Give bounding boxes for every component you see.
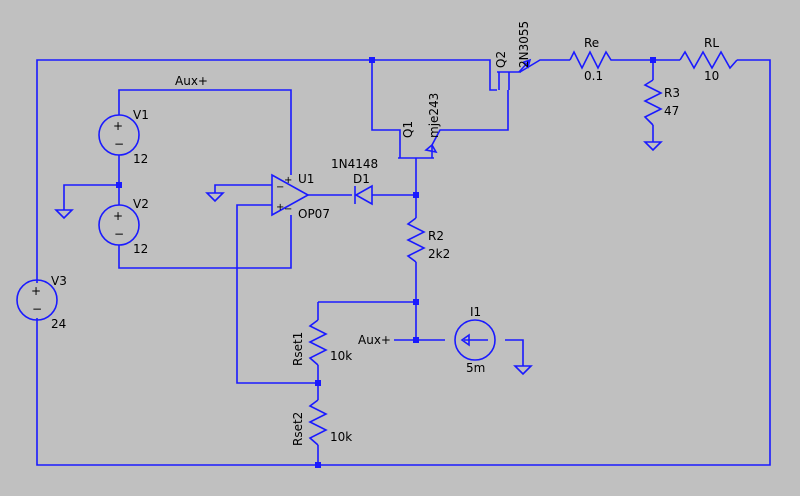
q2-name: Q2 <box>494 51 508 68</box>
rset2-value: 10k <box>330 430 352 444</box>
opamp-minus-pin: − <box>276 182 284 193</box>
minus-sign: − <box>32 302 42 316</box>
resistor-rl: RL 10 <box>679 36 738 83</box>
net-label-aux-top: Aux+ <box>175 74 208 88</box>
resistor-r2: R2 2k2 <box>406 217 450 263</box>
re-name: Re <box>584 36 599 50</box>
q1-name: Q1 <box>401 121 415 138</box>
resistor-rset1: Rset1 10k <box>291 319 352 366</box>
r3-value: 47 <box>664 104 679 118</box>
minus-sign: − <box>114 137 124 151</box>
rset1-value: 10k <box>330 349 352 363</box>
v3-value: 24 <box>51 317 66 331</box>
junction-dot <box>315 462 321 468</box>
u1-name: U1 <box>298 172 314 186</box>
ground-icon <box>513 365 533 376</box>
rset1-name: Rset1 <box>291 332 305 366</box>
re-value: 0.1 <box>584 69 603 83</box>
wires <box>36 59 771 466</box>
junction-dot <box>413 299 419 305</box>
q2-model: 2N3055 <box>517 21 531 68</box>
resistor-rset2: Rset2 10k <box>291 399 352 446</box>
opamp-plus-pin: + <box>276 202 284 213</box>
plus-sign: + <box>113 119 123 133</box>
source-v3: + − V3 24 <box>16 274 67 331</box>
v1-value: 12 <box>133 152 148 166</box>
junction-dot <box>650 57 656 63</box>
junction-dot <box>116 182 122 188</box>
net-label-aux-left: Aux+ <box>358 333 391 347</box>
ground-icon <box>54 209 74 220</box>
r3-name: R3 <box>664 86 680 100</box>
source-v1: + − V1 12 <box>98 108 149 166</box>
opamp-vplus-pin: + <box>284 175 292 186</box>
transistor-q1: Q1 mje243 <box>398 93 441 165</box>
ground-icon <box>205 192 225 203</box>
current-source-i1: I1 5m <box>454 305 496 375</box>
ground-symbols <box>54 141 663 376</box>
v3-name: V3 <box>51 274 67 288</box>
junction-dot <box>413 337 419 343</box>
rl-name: RL <box>704 36 719 50</box>
v2-name: V2 <box>133 197 149 211</box>
rset2-name: Rset2 <box>291 412 305 446</box>
transistor-q2: Q2 2N3055 <box>494 21 532 90</box>
diode-d1: 1N4148 D1 <box>331 157 378 206</box>
v1-name: V1 <box>133 108 149 122</box>
d1-name: D1 <box>353 172 370 186</box>
r2-value: 2k2 <box>428 247 450 261</box>
junction-dot <box>413 192 419 198</box>
q1-model: mje243 <box>427 93 441 138</box>
r2-name: R2 <box>428 229 444 243</box>
rl-value: 10 <box>704 69 719 83</box>
v2-value: 12 <box>133 242 148 256</box>
ground-icon <box>643 141 663 152</box>
junction-dot <box>369 57 375 63</box>
d1-model: 1N4148 <box>331 157 378 171</box>
i1-name: I1 <box>470 305 481 319</box>
junction-dot <box>315 380 321 386</box>
plus-sign: + <box>31 284 41 298</box>
i1-value: 5m <box>466 361 485 375</box>
source-v2: + − V2 12 <box>98 197 149 256</box>
opamp-u1: − + + − U1 OP07 <box>271 172 330 221</box>
resistor-r3: R3 47 <box>643 79 680 126</box>
junctions <box>116 57 656 468</box>
resistor-re: Re 0.1 <box>569 36 615 83</box>
u1-model: OP07 <box>298 207 330 221</box>
minus-sign: − <box>114 227 124 241</box>
opamp-vminus-pin: − <box>284 204 292 215</box>
plus-sign: + <box>113 209 123 223</box>
